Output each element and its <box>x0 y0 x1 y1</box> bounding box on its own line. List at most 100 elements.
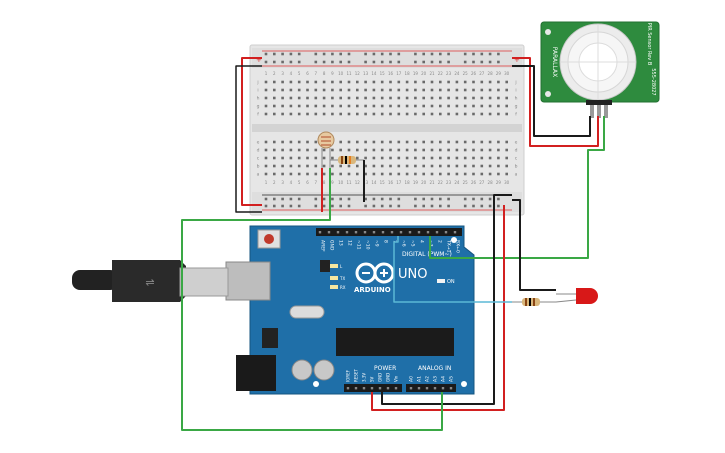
power-pin[interactable] <box>362 387 366 390</box>
usb-cable: ⇌ <box>72 260 229 302</box>
arduino-model: UNO <box>398 267 427 282</box>
breadboard-hole <box>422 104 425 108</box>
breadboard-column-number: 23 <box>446 71 452 76</box>
breadboard-hole <box>364 164 367 168</box>
digital-pin[interactable] <box>336 231 340 234</box>
digital-pin-label: 8 <box>383 240 389 243</box>
digital-pin[interactable] <box>417 231 421 234</box>
breadboard-hole <box>297 96 301 100</box>
breadboard-hole <box>472 164 475 168</box>
breadboard-hole <box>488 80 492 84</box>
analog-pin[interactable] <box>409 387 413 390</box>
breadboard-hole <box>472 148 475 152</box>
breadboard-hole <box>463 164 467 168</box>
breadboard-column-number: 4 <box>290 180 293 185</box>
breadboard-hole <box>372 156 376 160</box>
breadboard-hole <box>372 204 376 208</box>
breadboard-hole <box>322 112 326 116</box>
breadboard-column-number: 1 <box>265 71 268 76</box>
breadboard-hole <box>455 112 459 116</box>
power-pin[interactable] <box>378 387 382 390</box>
breadboard-hole <box>331 156 334 160</box>
digital-pin[interactable] <box>408 231 412 234</box>
breadboard-hole <box>497 96 500 100</box>
power-pin[interactable] <box>386 387 390 390</box>
breadboard-hole <box>480 104 484 108</box>
breadboard-column-number: 7 <box>315 180 318 185</box>
breadboard-column-number: 18 <box>405 180 411 185</box>
breadboard-hole <box>306 104 309 108</box>
breadboard-hole <box>505 80 508 84</box>
breadboard-hole <box>380 104 384 108</box>
breadboard-hole <box>281 172 284 176</box>
digital-pin[interactable] <box>354 231 358 234</box>
digital-pin[interactable] <box>390 231 394 234</box>
breadboard-hole <box>281 96 284 100</box>
breadboard-hole <box>289 104 293 108</box>
digital-pin[interactable] <box>453 231 457 234</box>
breadboard-hole <box>331 96 334 100</box>
breadboard-hole <box>422 88 425 92</box>
analog-pin[interactable] <box>441 387 445 390</box>
digital-header-label: DIGITAL (PWM~) <box>402 251 452 258</box>
digital-pin-label: ~5 <box>410 240 416 247</box>
pir-brand-text: PARALLAX <box>551 47 558 77</box>
power-pin[interactable] <box>394 387 398 390</box>
digital-pin[interactable] <box>426 231 430 234</box>
breadboard-hole <box>273 52 276 56</box>
digital-pin-label: ~6 <box>401 240 407 247</box>
power-pin[interactable] <box>370 387 374 390</box>
breadboard-hole <box>356 172 359 176</box>
digital-pin[interactable] <box>444 231 448 234</box>
breadboard-hole <box>439 148 442 152</box>
breadboard-hole <box>447 88 450 92</box>
breadboard-hole <box>389 172 392 176</box>
analog-pin[interactable] <box>449 387 453 390</box>
breadboard-column-number: 25 <box>463 180 469 185</box>
breadboard-hole <box>397 88 401 92</box>
breadboard-hole <box>389 80 392 84</box>
breadboard-hole <box>488 96 492 100</box>
breadboard-hole <box>497 112 500 116</box>
breadboard-hole <box>397 204 401 208</box>
analog-pin[interactable] <box>433 387 437 390</box>
breadboard-column-number: 1 <box>265 180 268 185</box>
breadboard-hole <box>380 156 384 160</box>
breadboard-hole <box>264 156 268 160</box>
breadboard-hole <box>397 96 401 100</box>
digital-pin[interactable] <box>363 231 367 234</box>
digital-pin[interactable] <box>318 231 322 234</box>
breadboard-column-number: 11 <box>346 180 352 185</box>
reset-button[interactable] <box>257 229 281 249</box>
digital-pin[interactable] <box>435 231 439 234</box>
power-jack <box>236 355 276 391</box>
breadboard-hole <box>331 52 334 56</box>
breadboard-hole <box>463 156 467 160</box>
power-pin[interactable] <box>346 387 350 390</box>
analog-pin[interactable] <box>425 387 429 390</box>
digital-pin[interactable] <box>345 231 349 234</box>
breadboard: 1122334455667788991010111112121313141415… <box>249 44 525 216</box>
breadboard-hole <box>273 156 276 160</box>
breadboard-column-numbers: 1122334455667788991010111112121313141415… <box>265 71 510 185</box>
breadboard-hole <box>463 52 467 56</box>
digital-pin[interactable] <box>399 231 403 234</box>
breadboard-hole <box>347 197 351 201</box>
breadboard-hole <box>306 96 309 100</box>
breadboard-column-number: 14 <box>371 180 377 185</box>
analog-pin[interactable] <box>417 387 421 390</box>
breadboard-hole <box>264 148 268 152</box>
breadboard-hole <box>372 112 376 116</box>
breadboard-column-number: 4 <box>290 71 293 76</box>
breadboard-hole <box>339 112 342 116</box>
breadboard-hole <box>430 52 434 56</box>
power-pin[interactable] <box>354 387 358 390</box>
breadboard-hole <box>347 112 351 116</box>
digital-pin[interactable] <box>381 231 385 234</box>
breadboard-hole <box>505 112 508 116</box>
analog-pin-label: A2 <box>425 376 431 382</box>
breadboard-column-number: 21 <box>429 180 435 185</box>
digital-pin[interactable] <box>327 231 331 234</box>
digital-pin[interactable] <box>372 231 376 234</box>
power-pin-label: GND <box>378 373 383 382</box>
